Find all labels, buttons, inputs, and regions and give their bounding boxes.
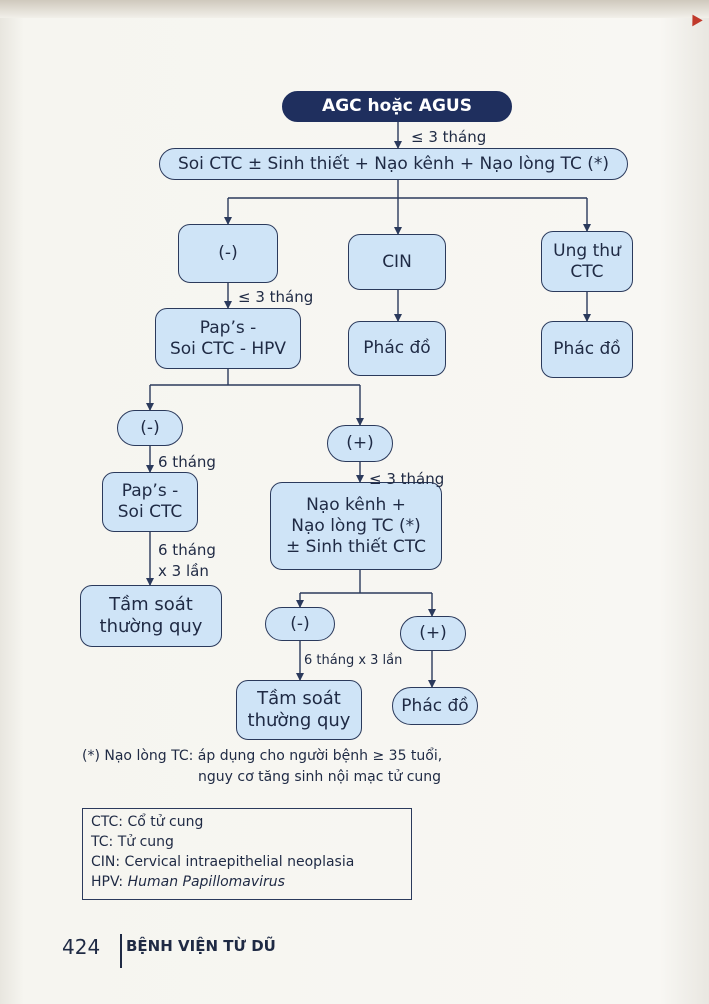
edge-label-neg3-routine: 6 tháng x 3 lần (304, 653, 403, 668)
edge-label-paps-routine: 6 tháng x 3 lần (158, 541, 216, 580)
node-routine-screening-2: Tầm soát thường quy (236, 680, 362, 740)
node-protocol-final: Phác đồ (392, 687, 478, 725)
node-negative-2: (-) (117, 410, 183, 446)
node-paps-soi-hpv: Pap’s - Soi CTC - HPV (155, 308, 301, 369)
node-negative-1: (-) (178, 224, 278, 283)
node-initial-procedure: Soi CTC ± Sinh thiết + Nạo kênh + Nạo lò… (159, 148, 628, 180)
node-cin: CIN (348, 234, 446, 290)
node-positive-2: (+) (327, 425, 393, 462)
footnote: (*) Nạo lòng TC: áp dụng cho người bệnh … (82, 746, 542, 788)
node-protocol-cancer: Phác đồ (541, 321, 633, 378)
node-curettage-biopsy: Nạo kênh + Nạo lòng TC (*) ± Sinh thiết … (270, 482, 442, 570)
page-number: 424 (62, 935, 101, 959)
abbreviation-row: HPV: Human Papillomavirus (91, 874, 285, 890)
edge-label-pos2-curettage: ≤ 3 tháng (369, 470, 445, 488)
edge-label-start-procedure: ≤ 3 tháng (411, 128, 487, 146)
page-top-edge (0, 0, 709, 18)
node-routine-screening-1: Tầm soát thường quy (80, 585, 222, 647)
node-protocol-cin: Phác đồ (348, 321, 446, 376)
abbreviation-row: TC: Tử cung (91, 834, 174, 850)
footer-hospital-title: BỆNH VIỆN TỪ DŨ (126, 937, 276, 955)
abbreviation-row: CIN: Cervical intraepithelial neoplasia (91, 854, 355, 870)
edge-label-neg2-paps: 6 tháng (158, 453, 216, 471)
footer-divider (120, 934, 122, 968)
node-positive-3: (+) (400, 616, 466, 651)
node-start-agc-agus: AGC hoặc AGUS (282, 91, 512, 122)
node-paps-soi: Pap’s - Soi CTC (102, 472, 198, 532)
edge-label-neg1-paps: ≤ 3 tháng (238, 288, 314, 306)
node-negative-3: (-) (265, 607, 335, 641)
footnote-line-2: nguy cơ tăng sinh nội mạc tử cung (198, 769, 442, 785)
footnote-line-1: (*) Nạo lòng TC: áp dụng cho người bệnh … (82, 748, 443, 764)
abbreviation-row: CTC: Cổ tử cung (91, 814, 204, 830)
node-cervical-cancer: Ung thư CTC (541, 231, 633, 292)
abbreviations-legend: CTC: Cổ tử cung TC: Tử cung CIN: Cervica… (82, 808, 412, 900)
